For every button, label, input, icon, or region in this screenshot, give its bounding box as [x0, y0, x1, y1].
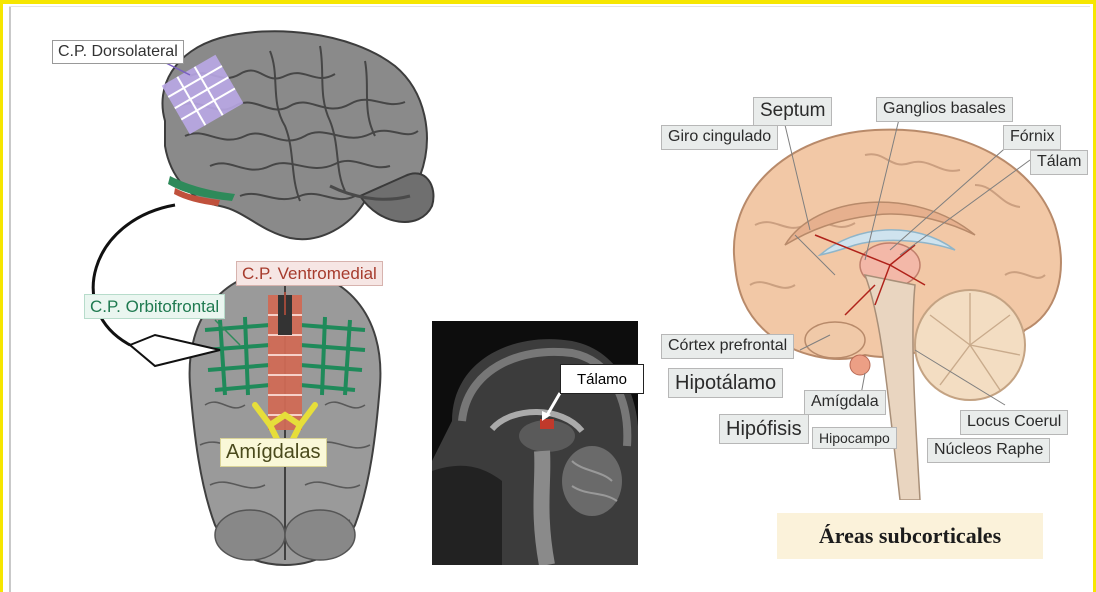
label-hipotalamo: Hipotálamo [668, 368, 783, 398]
label-hipofisis: Hipófisis [719, 414, 809, 444]
subcortical-areas-title: Áreas subcorticales [777, 513, 1043, 559]
label-amigdala: Amígdala [804, 390, 886, 415]
mri-anatomy [432, 321, 638, 565]
label-amigdalas: Amígdalas [220, 438, 327, 467]
label-fornix: Fórnix [1003, 125, 1061, 150]
label-cortex-prefrontal: Córtex prefrontal [661, 334, 794, 359]
label-nucleos-raphe: Núcleos Raphe [927, 438, 1050, 463]
label-cp-orbitofrontal: C.P. Orbitofrontal [84, 294, 225, 319]
left-label-pointers [0, 0, 440, 480]
label-hipocampo: Hipocampo [812, 427, 897, 449]
label-giro-cingulado: Giro cingulado [661, 125, 778, 150]
label-talam: Tálam [1030, 150, 1088, 175]
label-septum: Septum [753, 97, 832, 126]
label-ganglios-basales: Ganglios basales [876, 97, 1013, 122]
label-locus-coerul: Locus Coerul [960, 410, 1068, 435]
mri-sagittal-image [432, 321, 638, 565]
label-cp-dorsolateral: C.P. Dorsolateral [52, 40, 184, 64]
label-talamo-mri: Tálamo [560, 364, 644, 394]
label-cp-ventromedial: C.P. Ventromedial [236, 261, 383, 286]
